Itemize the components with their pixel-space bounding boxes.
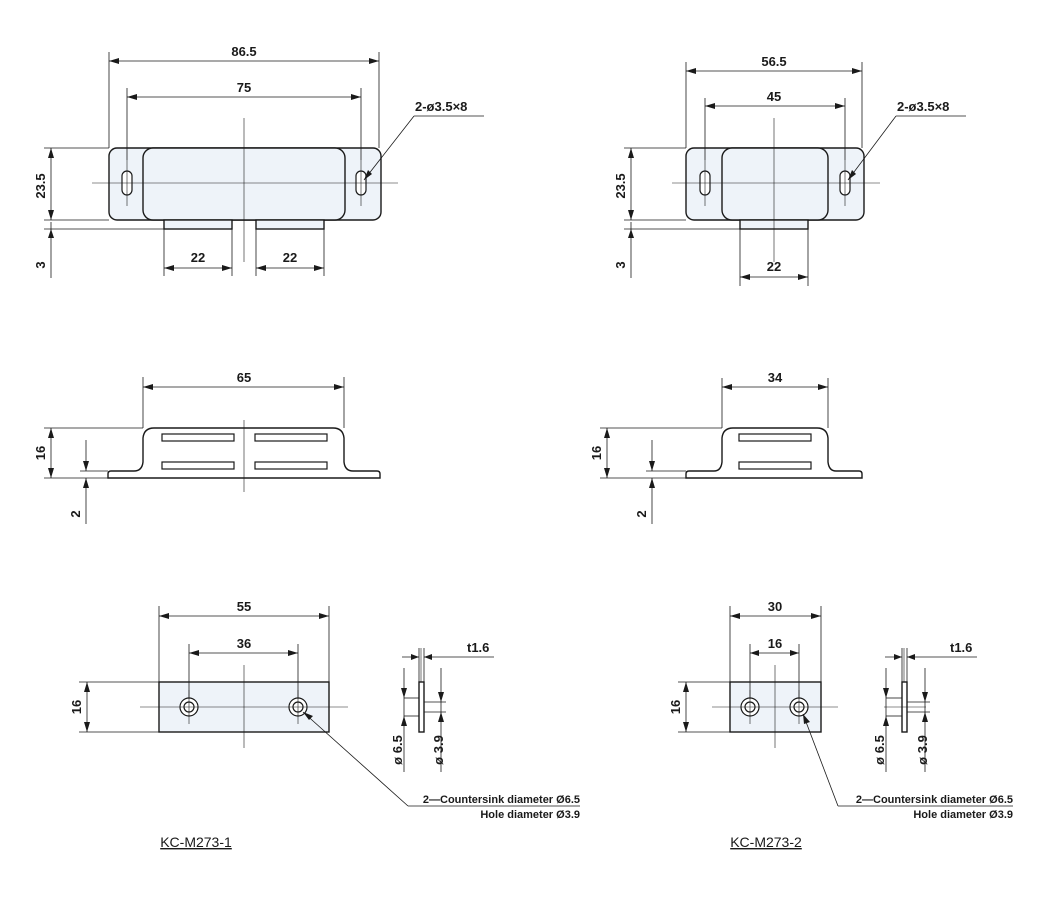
right-plate-countersink-dia: ø 6.5: [872, 735, 887, 765]
left-plate-view: 55 36 16 t1.6 ø 6.5: [69, 599, 580, 821]
right-side-flange-thickness: 2: [634, 510, 649, 517]
right-top-view: 56.5 45 2-ø3.5×8 23.5 3 22: [613, 54, 966, 286]
right-top-slot-pitch: 45: [767, 89, 781, 104]
right-side-slot-2: [738, 461, 812, 470]
right-top-magnet-housing: [721, 147, 829, 221]
left-top-height: 23.5: [33, 173, 48, 198]
right-side-profile: [685, 427, 863, 479]
right-plate-view: 30 16 16 t1.6 ø 6.5: [668, 599, 1013, 821]
left-plate-note-line1: 2—Countersink diameter Ø6.5: [423, 794, 580, 806]
left-model-caption: KC-M273-1: [160, 834, 232, 850]
right-plate-thickness: t1.6: [950, 640, 972, 655]
left-plate-height: 16: [69, 700, 84, 714]
left-top-overall-width: 86.5: [231, 44, 256, 59]
left-plate-width: 55: [237, 599, 251, 614]
left-top-slot-pitch: 75: [237, 80, 251, 95]
left-top-slots-note: 2-ø3.5×8: [415, 99, 467, 114]
right-model-caption: KC-M273-2: [730, 834, 802, 850]
right-side-height: 16: [589, 446, 604, 460]
left-plate-countersink-dia: ø 6.5: [390, 735, 405, 765]
right-side-width: 34: [768, 370, 783, 385]
right-plate-hole-pitch: 16: [768, 636, 782, 651]
left-top-view: 86.5 75 2-ø3.5×8 23.5 3 22: [33, 44, 484, 278]
left-top-pad-thickness: 3: [33, 261, 48, 268]
left-top-pad-width-left: 22: [191, 250, 205, 265]
right-top-overall-width: 56.5: [761, 54, 786, 69]
right-top-pad-width: 22: [767, 259, 781, 274]
right-top-height: 23.5: [613, 173, 628, 198]
left-side-slot-4: [254, 461, 328, 470]
left-top-pad-left: [163, 219, 233, 230]
right-top-slots-note: 2-ø3.5×8: [897, 99, 949, 114]
right-plate-width: 30: [768, 599, 782, 614]
left-plate-thickness: t1.6: [467, 640, 489, 655]
left-plate-note-line2: Hole diameter Ø3.9: [480, 809, 580, 821]
left-side-height: 16: [33, 446, 48, 460]
right-plate-note-line2: Hole diameter Ø3.9: [913, 809, 1013, 821]
right-side-slot-1: [738, 433, 812, 442]
left-side-slot-1: [161, 433, 235, 442]
left-top-pad-right: [255, 219, 325, 230]
right-side-view: 34 16 2: [589, 370, 863, 524]
left-side-width: 65: [237, 370, 251, 385]
left-side-slot-2: [254, 433, 328, 442]
left-top-pad-width-right: 22: [283, 250, 297, 265]
left-plate-section: [418, 681, 425, 733]
left-side-view: 65 16 2: [33, 370, 381, 524]
right-plate-note-line1: 2—Countersink diameter Ø6.5: [856, 794, 1013, 806]
right-plate-height: 16: [668, 700, 683, 714]
right-plate-hole-dia: ø 3.9: [915, 735, 930, 765]
left-plate-hole-dia: ø 3.9: [431, 735, 446, 765]
right-top-pad-thickness: 3: [613, 261, 628, 268]
left-plate-hole-pitch: 36: [237, 636, 251, 651]
left-side-slot-3: [161, 461, 235, 470]
left-side-flange-thickness: 2: [68, 510, 83, 517]
